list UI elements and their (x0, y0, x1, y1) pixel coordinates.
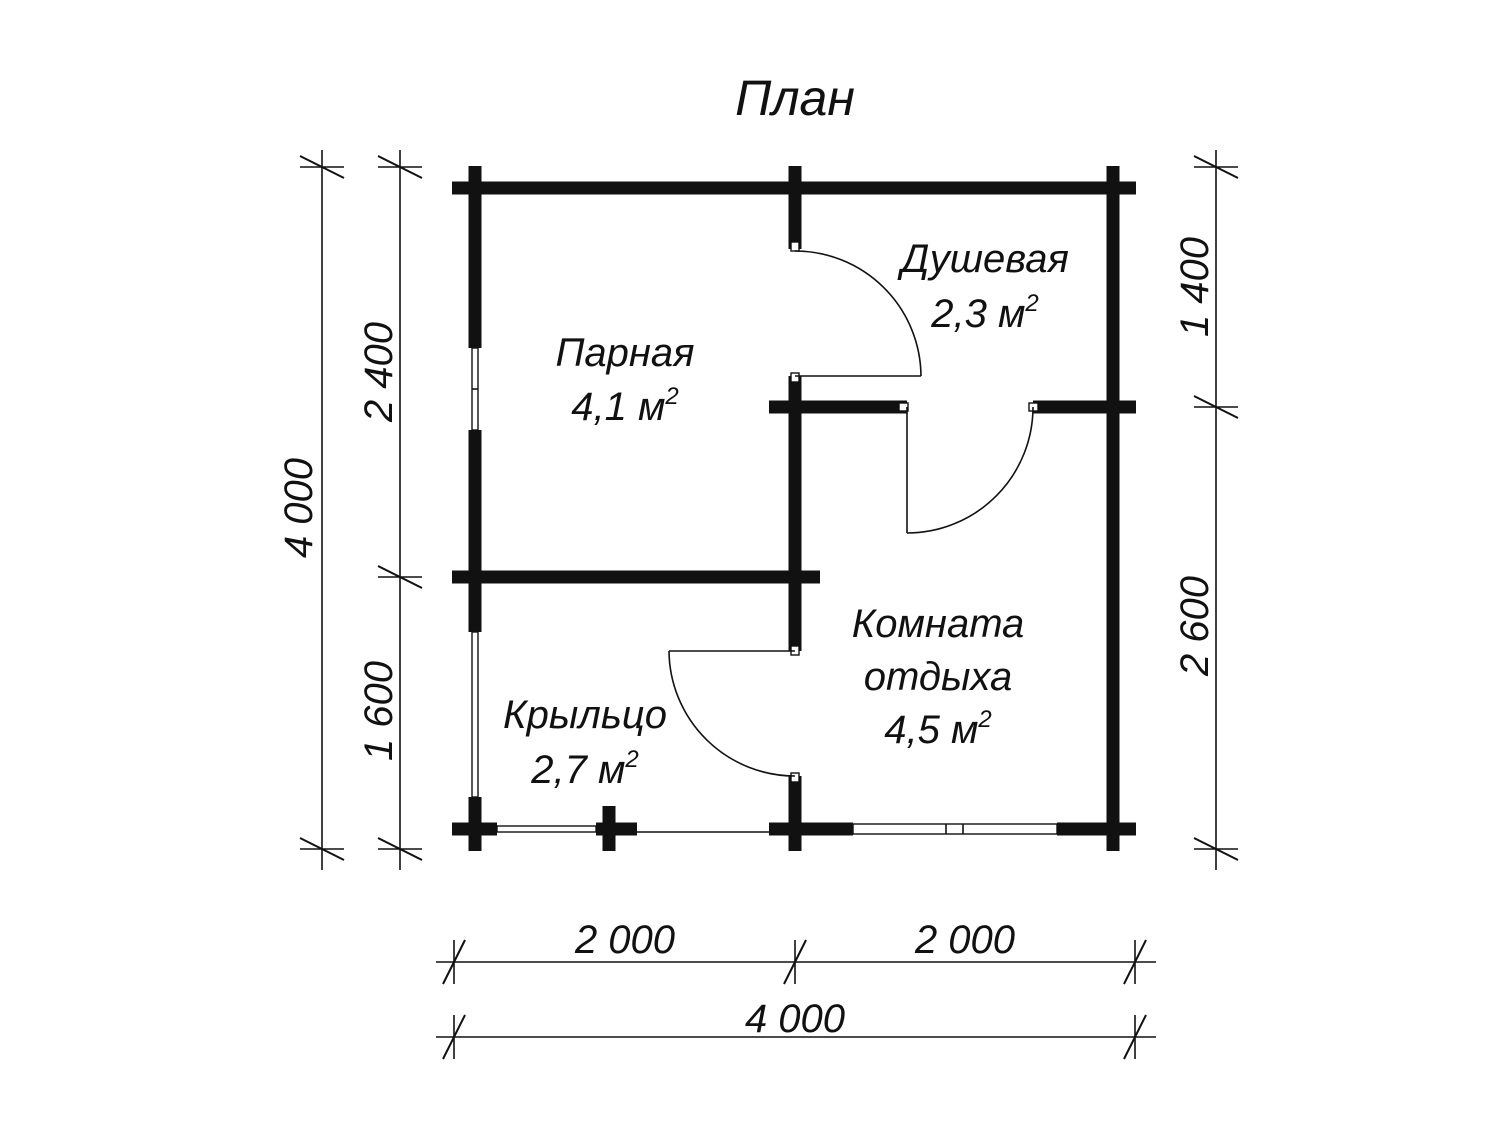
door-rest-room (668, 645, 800, 783)
room-labels: Парная 4,1 м2 Душевая 2,3 м2 Комната отд… (503, 237, 1069, 792)
dim-right-lower: 2 600 (1173, 576, 1217, 677)
room-name-porch: Крыльцо (503, 693, 667, 737)
room-name-shower: Душевая (897, 237, 1069, 281)
door-shower (790, 241, 922, 383)
room-area-rest: 4,5 м2 (884, 706, 992, 752)
room-area-shower: 2,3 м2 (930, 290, 1039, 336)
room-area-porch: 2,7 м2 (530, 746, 639, 792)
doors (668, 241, 1039, 783)
dimension-labels: 4 000 2 400 1 600 1 400 2 600 2 000 2 00… (277, 237, 1217, 1041)
dim-right-upper: 1 400 (1173, 237, 1217, 337)
dimension-lines (299, 150, 1239, 1060)
door-parnaya (898, 402, 1039, 534)
walls (452, 166, 1136, 851)
window-porch-left (471, 631, 479, 798)
window-porch-bottom (496, 825, 597, 833)
dim-left-total: 4 000 (277, 458, 321, 558)
room-name-rest-line2: отдыха (864, 655, 1012, 699)
dim-bottom-total: 4 000 (745, 997, 845, 1041)
room-name-rest-line1: Комната (852, 602, 1025, 646)
windows (471, 347, 1058, 835)
room-name-parnaya: Парная (555, 331, 694, 375)
dim-bottom-left: 2 000 (574, 918, 675, 962)
dim-bottom-right: 2 000 (914, 918, 1015, 962)
dim-left-lower: 1 600 (357, 661, 401, 761)
dim-left-upper: 2 400 (357, 322, 401, 423)
room-area-parnaya: 4,1 м2 (571, 383, 679, 429)
plan-title: План (735, 70, 855, 126)
window-rest-room (852, 823, 1058, 835)
